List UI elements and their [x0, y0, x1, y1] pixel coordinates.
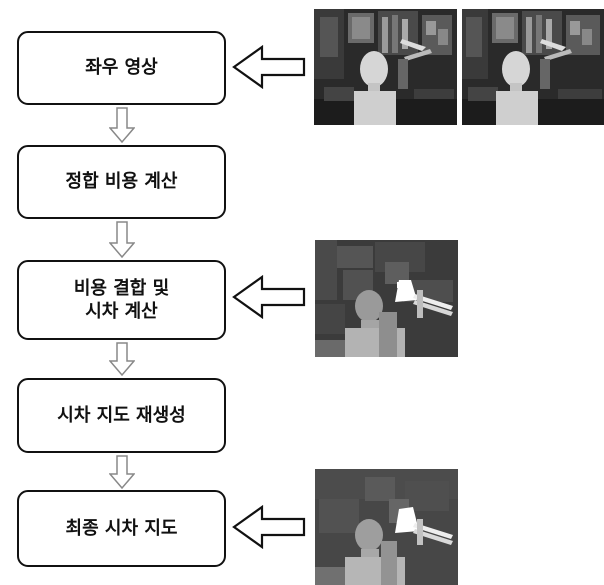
down-arrow-icon — [109, 455, 135, 489]
disparity-map-image — [315, 240, 458, 357]
step-label: 시차 지도 재생성 — [57, 404, 186, 426]
left-arrow-icon — [232, 45, 306, 89]
step-box-final-disparity: 최종 시차 지도 — [17, 490, 226, 567]
down-arrow-icon — [109, 342, 135, 376]
step-box-stereo-images: 좌우 영상 — [17, 31, 226, 105]
final-disparity-map-image — [315, 469, 458, 585]
step-label: 최종 시차 지도 — [65, 517, 178, 539]
left-arrow-icon — [232, 275, 306, 319]
step-label: 비용 결합 및 시차 계산 — [73, 277, 170, 322]
left-stereo-image — [314, 9, 457, 125]
left-arrow-icon — [232, 505, 306, 549]
step-label: 좌우 영상 — [85, 57, 158, 79]
step-box-matching-cost: 정합 비용 계산 — [17, 145, 226, 219]
down-arrow-icon — [109, 221, 135, 258]
step-box-disparity-refinement: 시차 지도 재생성 — [17, 378, 226, 453]
right-stereo-image — [462, 9, 604, 125]
step-box-cost-aggregation: 비용 결합 및 시차 계산 — [17, 260, 226, 340]
down-arrow-icon — [109, 107, 135, 143]
step-label: 정합 비용 계산 — [65, 171, 178, 193]
